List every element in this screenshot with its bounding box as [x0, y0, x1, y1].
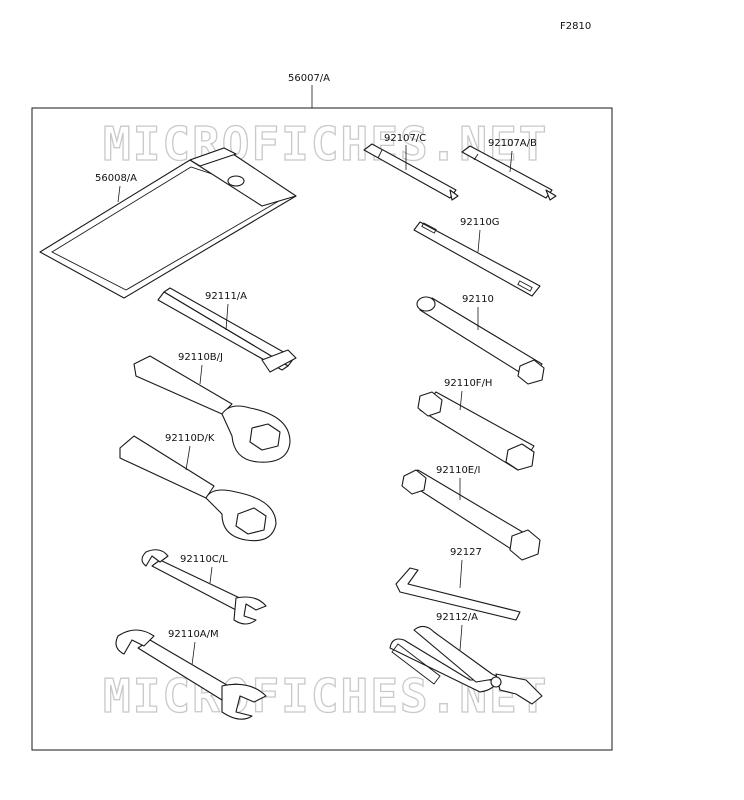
hex-key-icon [395, 567, 521, 621]
part-label-92110g: 92110G [460, 217, 500, 228]
open-end-wrench-small-icon [141, 549, 267, 625]
socket-wrench-long-icon [401, 469, 541, 561]
socket-wrench-icon [416, 296, 545, 385]
part-label-92110e-i: 92110E/I [436, 465, 480, 476]
part-label-92110b-j: 92110B/J [178, 352, 223, 363]
part-label-92127: 92127 [450, 547, 482, 558]
pliers-icon [389, 625, 543, 705]
extension-bar-icon [157, 287, 297, 373]
part-label-92110f-h: 92110F/H [444, 378, 492, 389]
tool-pouch-icon [39, 147, 297, 299]
screwdriver-bit-ab-icon [461, 145, 557, 201]
part-label-92111-a: 92111/A [205, 291, 247, 302]
part-label-92110: 92110 [462, 294, 494, 305]
screwdriver-bit-c-icon [363, 143, 459, 201]
assembly-label: 56007/A [288, 73, 330, 84]
flat-spanner-icon [413, 221, 541, 297]
part-label-92110d-k: 92110D/K [165, 433, 215, 444]
part-label-92110c-l: 92110C/L [180, 554, 228, 565]
part-label-92112-a: 92112/A [436, 612, 478, 623]
figure-code: F2810 [560, 21, 591, 32]
part-label-92110a-m: 92110A/M [168, 629, 219, 640]
watermark-top: MICROFICHES.NET [103, 117, 548, 171]
part-label-92107-c: 92107/C [384, 133, 426, 144]
assembly-frame [31, 107, 613, 751]
socket-wrench-large-icon [417, 391, 535, 471]
open-end-wrench-large-icon [115, 629, 267, 720]
part-label-92107a-b: 92107A/B [488, 138, 537, 149]
part-label-56008-a: 56008/A [95, 173, 137, 184]
box-wrench-lower-icon [119, 435, 277, 542]
box-wrench-upper-icon [133, 355, 291, 463]
